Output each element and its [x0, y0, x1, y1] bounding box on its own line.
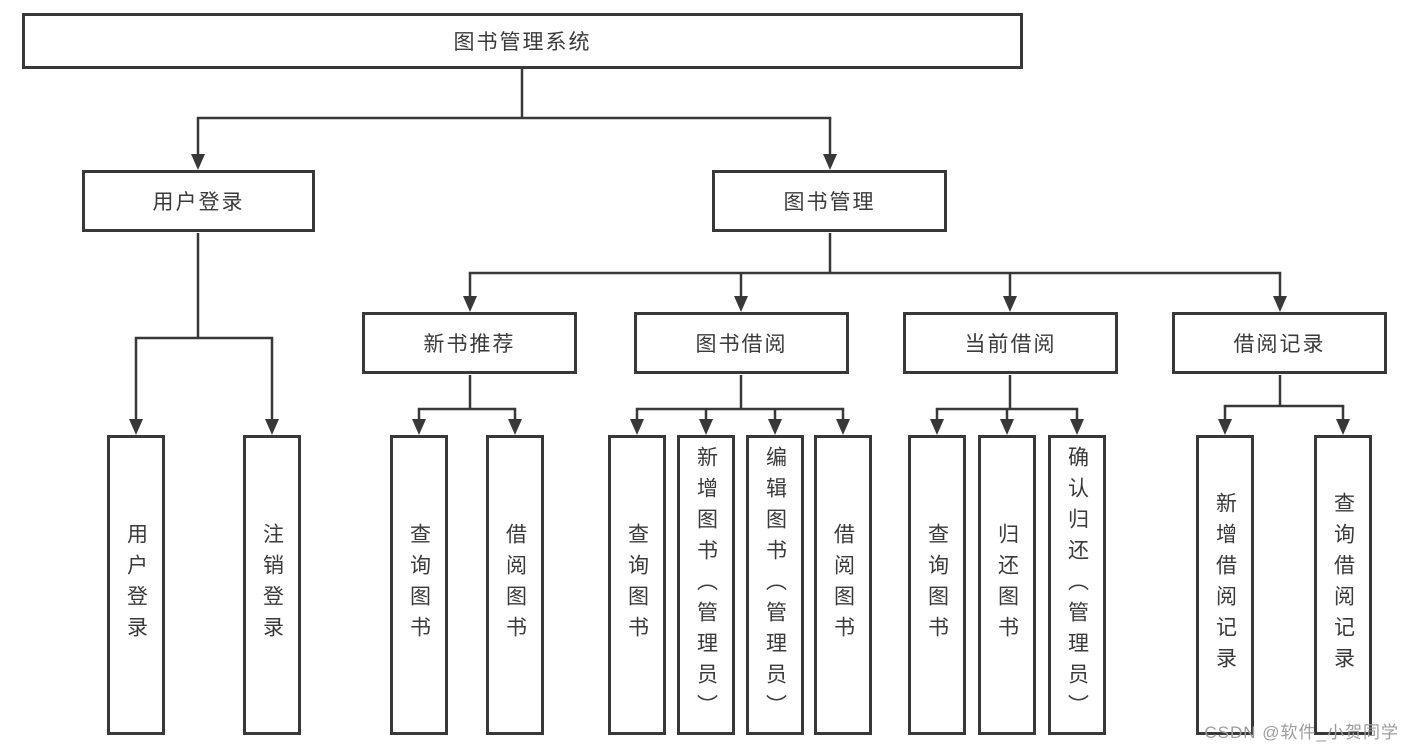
- leaf-user-login-label: 用户登录: [124, 523, 148, 647]
- node-borrow-records-label: 借阅记录: [1233, 333, 1326, 356]
- leaf-borrow-book-recommend-label: 借阅图书: [503, 523, 527, 647]
- arrowheads: [129, 154, 1350, 435]
- leaf-confirm-return-admin-label: 确认归还（管理员）: [1065, 445, 1089, 725]
- leaf-query-book-current: 查询图书: [908, 435, 966, 735]
- leaf-query-borrow-record-label: 查询借阅记录: [1331, 492, 1355, 678]
- leaf-add-borrow-record: 新增借阅记录: [1196, 435, 1254, 735]
- node-root-label: 图书管理系统: [453, 31, 592, 54]
- leaf-add-book-admin-label: 新增图书（管理员）: [694, 445, 718, 725]
- leaf-return-book-label: 归还图书: [995, 523, 1019, 647]
- node-book-management: 图书管理: [712, 170, 947, 232]
- node-book-borrow-label: 图书借阅: [695, 333, 788, 356]
- node-user-login-label: 用户登录: [152, 191, 245, 214]
- leaf-query-book-recommend-label: 查询图书: [407, 523, 431, 647]
- node-new-book-recommend-label: 新书推荐: [423, 333, 516, 356]
- node-current-borrow: 当前借阅: [903, 312, 1118, 374]
- leaf-borrow-book: 借阅图书: [814, 435, 872, 735]
- leaf-return-book: 归还图书: [978, 435, 1036, 735]
- watermark: CSDN @软件_小贺同学: [1204, 723, 1399, 742]
- leaf-query-book-current-label: 查询图书: [925, 523, 949, 647]
- leaf-edit-book-admin-label: 编辑图书（管理员）: [763, 445, 787, 725]
- leaf-query-book-borrow: 查询图书: [608, 435, 666, 735]
- leaf-query-book-recommend: 查询图书: [390, 435, 448, 735]
- leaf-add-borrow-record-label: 新增借阅记录: [1213, 492, 1237, 678]
- node-new-book-recommend: 新书推荐: [362, 312, 577, 374]
- leaf-add-book-admin: 新增图书（管理员）: [677, 435, 735, 735]
- leaf-borrow-book-label: 借阅图书: [831, 523, 855, 647]
- leaf-logout-label: 注销登录: [260, 523, 284, 647]
- node-root-system: 图书管理系统: [22, 13, 1023, 69]
- node-book-borrow: 图书借阅: [634, 312, 849, 374]
- leaf-user-login: 用户登录: [107, 435, 165, 735]
- leaf-query-book-borrow-label: 查询图书: [625, 523, 649, 647]
- node-current-borrow-label: 当前借阅: [964, 333, 1057, 356]
- leaf-confirm-return-admin: 确认归还（管理员）: [1048, 435, 1106, 735]
- node-book-management-label: 图书管理: [783, 191, 876, 214]
- node-user-login: 用户登录: [82, 170, 315, 232]
- leaf-query-borrow-record: 查询借阅记录: [1314, 435, 1372, 735]
- leaf-edit-book-admin: 编辑图书（管理员）: [746, 435, 804, 735]
- leaf-logout: 注销登录: [243, 435, 301, 735]
- node-borrow-records: 借阅记录: [1172, 312, 1387, 374]
- leaf-borrow-book-recommend: 借阅图书: [486, 435, 544, 735]
